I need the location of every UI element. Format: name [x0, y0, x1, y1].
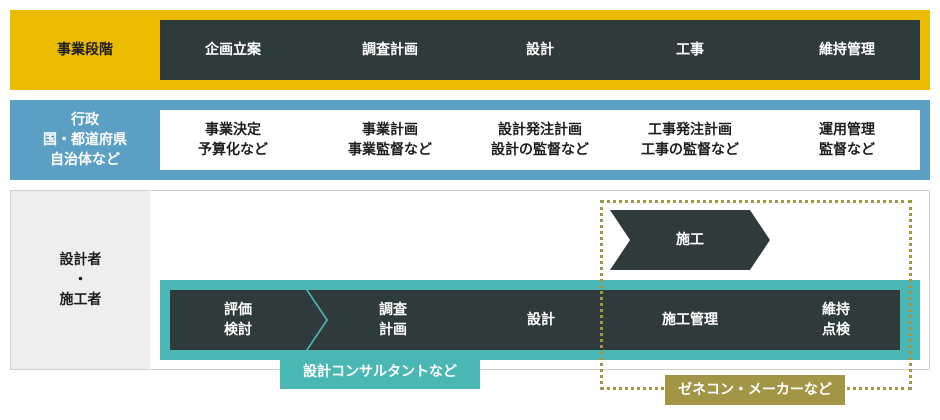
general-contractor-tag: ゼネコン・メーカーなど: [665, 375, 845, 405]
business-stage-chevron: [602, 20, 778, 80]
designer-builder-stage-chevron: [456, 290, 626, 350]
row-business-stages-label: 事業段階: [57, 42, 113, 58]
row-designer-builder-label: 設計者 ・ 施工者: [59, 252, 102, 308]
designer-builder-stage-chevron: [602, 290, 778, 350]
general-contractor-frame: [600, 200, 912, 390]
row-administration-label: 行政 国・都道府県 自治体など: [43, 112, 127, 168]
administration-stage-chevron: [302, 110, 478, 170]
contractor-construction-chevron: [610, 210, 770, 270]
consultant-tag: 設計コンサルタントなど: [280, 355, 480, 389]
administration-stage-chevron: [160, 110, 328, 170]
administration-stage-chevron: [752, 110, 920, 170]
business-stage-chevron: [302, 20, 478, 80]
designer-builder-stage-chevron: [752, 290, 900, 350]
designer-builder-stage-chevron: [170, 290, 326, 350]
business-stage-chevron: [752, 20, 920, 80]
business-stage-chevron: [160, 20, 328, 80]
row-designer-builder-label-bg: [11, 191, 150, 369]
administration-stage-chevron: [452, 110, 628, 170]
designer-builder-stage-chevron: [308, 290, 478, 350]
business-stage-chevron: [452, 20, 628, 80]
administration-stage-chevron: [602, 110, 778, 170]
